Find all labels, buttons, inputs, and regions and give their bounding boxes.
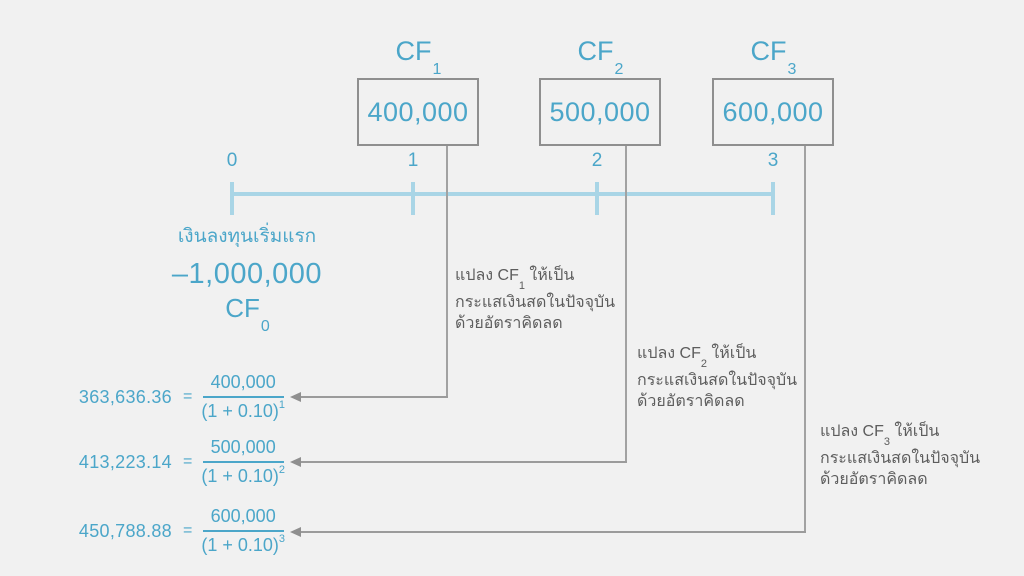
cf2-amount: 500,000 bbox=[549, 96, 651, 127]
annotation-cf3-line2: กระแสเงินสดในปัจจุบัน bbox=[820, 450, 981, 468]
timeline-period-2: 2 bbox=[591, 150, 603, 171]
pv2-fraction: 500,000 (1 + 0.10)2 bbox=[201, 437, 285, 487]
cf2-arrowhead-icon bbox=[290, 457, 301, 467]
cf3-amount: 600,000 bbox=[722, 96, 824, 127]
pv2-numerator: 500,000 bbox=[202, 437, 284, 463]
annotation-cf3-line3: ด้วยอัตราคิดลด bbox=[820, 471, 928, 489]
pv3-numerator: 600,000 bbox=[202, 506, 284, 532]
cf2-label-subscript: 2 bbox=[614, 61, 624, 79]
cf1-arrow-line bbox=[290, 392, 448, 402]
cf1-label: CF1 bbox=[358, 36, 478, 78]
annotation-cf3-subscript: 3 bbox=[883, 436, 890, 449]
pv1-numerator: 400,000 bbox=[202, 372, 284, 398]
timeline-tick-3 bbox=[771, 182, 775, 215]
annotation-cf2-line1: แปลง CF2 ให้เป็น bbox=[637, 343, 812, 370]
timeline-period-0: 0 bbox=[226, 150, 238, 171]
cf0-label-subscript: 0 bbox=[260, 318, 270, 336]
cf3-label-subscript: 3 bbox=[787, 61, 797, 79]
timeline-period-3: 3 bbox=[767, 150, 779, 171]
pv3-result: 450,788.88 bbox=[78, 520, 172, 541]
timeline-tick-0 bbox=[230, 182, 234, 215]
timeline-tick-2 bbox=[595, 182, 599, 215]
pv1-fraction: 400,000 (1 + 0.10)1 bbox=[201, 372, 285, 422]
pv1-exponent: 1 bbox=[278, 399, 286, 411]
timeline-axis bbox=[230, 192, 775, 196]
cf2-label: CF2 bbox=[540, 36, 660, 78]
pv3-fraction: 600,000 (1 + 0.10)3 bbox=[201, 506, 285, 556]
timeline-period-1: 1 bbox=[407, 150, 419, 171]
timeline-tick-1 bbox=[411, 182, 415, 215]
annotation-cf1-prefix: แปลง CF bbox=[455, 267, 519, 284]
cf0-label-text: CF bbox=[225, 293, 260, 323]
pv3-denominator: (1 + 0.10)3 bbox=[201, 532, 285, 556]
initial-investment-caption: เงินลงทุนเริ่มแรก bbox=[177, 226, 317, 247]
cf3-connector-line bbox=[804, 146, 806, 533]
cf2-label-text: CF bbox=[577, 36, 614, 66]
annotation-cf1-line3: ด้วยอัตราคิดลด bbox=[455, 315, 563, 333]
pv3-exponent: 3 bbox=[278, 533, 286, 545]
annotation-cf2-suffix: ให้เป็น bbox=[706, 345, 757, 362]
annotation-cf1-line2: กระแสเงินสดในปัจจุบัน bbox=[455, 294, 616, 312]
cf1-arrowhead-icon bbox=[290, 392, 301, 402]
annotation-cf3-prefix: แปลง CF bbox=[820, 423, 884, 440]
pv1-result: 363,636.36 bbox=[78, 386, 172, 407]
pv1-denominator: (1 + 0.10)1 bbox=[201, 398, 285, 422]
pv3-equals-sign: = bbox=[183, 522, 193, 539]
formula-pv2: 413,223.14 = 500,000 (1 + 0.10)2 bbox=[50, 432, 300, 492]
pv1-denominator-base: (1 + 0.10) bbox=[201, 401, 279, 421]
initial-investment-block: เงินลงทุนเริ่มแรก –1,000,000 CF0 bbox=[147, 221, 347, 335]
cf0-label: CF0 bbox=[147, 293, 347, 335]
cf3-arrow-line bbox=[290, 527, 806, 537]
cf3-amount-box: 600,000 bbox=[712, 78, 834, 146]
pv2-equals-sign: = bbox=[183, 453, 193, 470]
annotation-cf2: แปลง CF2 ให้เป็น กระแสเงินสดในปัจจุบัน ด… bbox=[637, 343, 812, 412]
pv2-denominator: (1 + 0.10)2 bbox=[201, 463, 285, 487]
cf1-connector-line bbox=[446, 146, 448, 398]
cf2-arrow-line bbox=[290, 457, 627, 467]
initial-investment-amount: –1,000,000 bbox=[171, 258, 323, 290]
annotation-cf1-line1: แปลง CF1 ให้เป็น bbox=[455, 265, 630, 292]
cf3-label: CF3 bbox=[713, 36, 833, 78]
annotation-cf1-suffix: ให้เป็น bbox=[524, 267, 575, 284]
cf1-label-subscript: 1 bbox=[432, 61, 442, 79]
annotation-cf2-subscript: 2 bbox=[700, 358, 707, 371]
cf2-amount-box: 500,000 bbox=[539, 78, 661, 146]
annotation-cf2-line2: กระแสเงินสดในปัจจุบัน bbox=[637, 372, 798, 390]
annotation-cf3-line1: แปลง CF3 ให้เป็น bbox=[820, 421, 995, 448]
pv2-result: 413,223.14 bbox=[78, 451, 172, 472]
cf3-arrowhead-icon bbox=[290, 527, 301, 537]
cf1-amount-box: 400,000 bbox=[357, 78, 479, 146]
annotation-cf2-line3: ด้วยอัตราคิดลด bbox=[637, 393, 745, 411]
annotation-cf2-prefix: แปลง CF bbox=[637, 345, 701, 362]
cf3-label-text: CF bbox=[750, 36, 787, 66]
pv2-denominator-base: (1 + 0.10) bbox=[201, 466, 279, 486]
pv1-equals-sign: = bbox=[183, 388, 193, 405]
cf1-label-text: CF bbox=[395, 36, 432, 66]
annotation-cf3: แปลง CF3 ให้เป็น กระแสเงินสดในปัจจุบัน ด… bbox=[820, 421, 995, 490]
pv2-exponent: 2 bbox=[278, 464, 286, 476]
annotation-cf1: แปลง CF1 ให้เป็น กระแสเงินสดในปัจจุบัน ด… bbox=[455, 265, 630, 334]
formula-pv3: 450,788.88 = 600,000 (1 + 0.10)3 bbox=[50, 501, 300, 561]
annotation-cf1-subscript: 1 bbox=[518, 280, 525, 293]
pv3-denominator-base: (1 + 0.10) bbox=[201, 535, 279, 555]
formula-pv1: 363,636.36 = 400,000 (1 + 0.10)1 bbox=[50, 367, 300, 427]
annotation-cf3-suffix: ให้เป็น bbox=[889, 423, 940, 440]
cf2-connector-line bbox=[625, 146, 627, 463]
cf1-amount: 400,000 bbox=[367, 96, 469, 127]
